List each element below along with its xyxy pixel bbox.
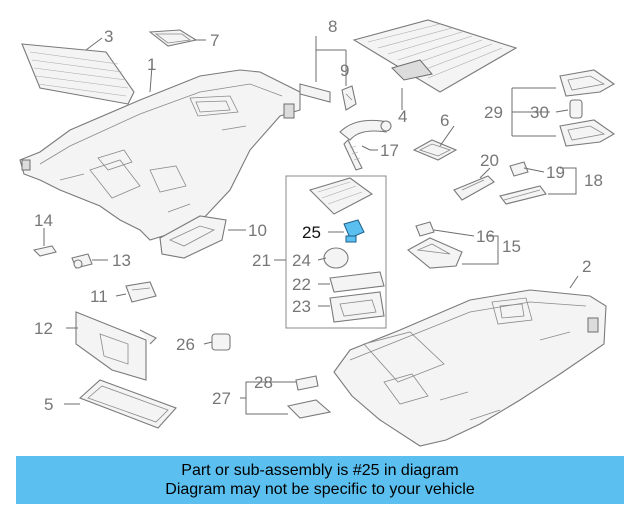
callout-25: 25 [302, 223, 321, 242]
part-12-sun-visor [75, 311, 157, 381]
callout-19: 19 [546, 163, 565, 182]
callout-15: 15 [502, 237, 521, 256]
banner-line-2: Diagram may not be specific to your vehi… [165, 481, 475, 498]
callout-23: 23 [292, 297, 311, 316]
part-18-harness [499, 185, 547, 205]
callout-8: 8 [328, 17, 337, 36]
callout-12: 12 [34, 319, 53, 338]
part-25-bulb-highlight [343, 219, 365, 243]
callout-3: 3 [104, 27, 113, 46]
callout-18: 18 [584, 171, 603, 190]
part-3-sound-pad [21, 43, 135, 105]
callout-5: 5 [44, 395, 53, 414]
callout-26: 26 [176, 335, 195, 354]
callout-13: 13 [112, 251, 131, 270]
part-29-lamp-lower [559, 119, 616, 147]
part-7-pad [148, 29, 198, 47]
callout-27: 27 [212, 389, 231, 408]
parts-diagram: 1 2 3 4 5 6 7 8 9 10 11 12 13 14 15 16 1… [19, 17, 616, 447]
callout-9: 9 [340, 61, 349, 80]
part-19-switch [509, 161, 529, 177]
part-28-bulb [295, 375, 319, 391]
part-8-bracket [299, 83, 331, 103]
part-16-clip [415, 221, 435, 237]
part-23-cover [329, 291, 385, 323]
part-14-clip [32, 245, 57, 257]
part-11-hook [125, 281, 157, 303]
part-24-lens [323, 247, 349, 269]
callout-1: 1 [147, 55, 156, 74]
part-2-headliner [333, 289, 607, 447]
callout-4: 4 [398, 107, 407, 126]
callout-30: 30 [530, 103, 549, 122]
callout-29: 29 [484, 103, 503, 122]
part-6-seal [412, 139, 458, 161]
part-20-bracket [453, 175, 495, 201]
callout-2: 2 [582, 257, 591, 276]
group-21-box [285, 175, 387, 329]
callout-6: 6 [440, 111, 449, 130]
callout-14: 14 [34, 211, 53, 230]
part-5-mirror [78, 379, 177, 429]
callout-11: 11 [90, 287, 108, 306]
part-27-lamp [286, 399, 332, 419]
callout-28: 28 [254, 373, 273, 392]
part-9-hook [341, 85, 357, 111]
callout-16: 16 [476, 227, 495, 246]
callout-20: 20 [480, 151, 499, 170]
callout-17: 17 [380, 141, 399, 160]
part-1-headliner [19, 69, 301, 241]
part-22-bezel [329, 271, 385, 293]
callout-labels: 1 2 3 4 5 6 7 8 9 10 11 12 13 14 15 16 1… [34, 17, 603, 414]
part-10-console [159, 215, 227, 259]
info-banner: Part or sub-assembly is #25 in diagram D… [16, 456, 624, 504]
part-21-housing [308, 177, 374, 215]
callout-21: 21 [252, 251, 271, 270]
part-15-lamp [407, 237, 463, 269]
part-4-panel [352, 19, 518, 93]
callout-10: 10 [248, 221, 267, 240]
part-29-lamp-upper [559, 69, 616, 97]
part-17-grip-handle [339, 119, 392, 171]
callout-22: 22 [292, 275, 311, 294]
callout-7: 7 [210, 31, 219, 50]
part-30-bulb [569, 99, 583, 119]
part-13-clip [71, 253, 93, 269]
callout-24: 24 [292, 251, 311, 270]
leader-lines [43, 36, 579, 415]
part-26-clip [211, 333, 231, 351]
banner-line-1: Part or sub-assembly is #25 in diagram [181, 462, 459, 479]
